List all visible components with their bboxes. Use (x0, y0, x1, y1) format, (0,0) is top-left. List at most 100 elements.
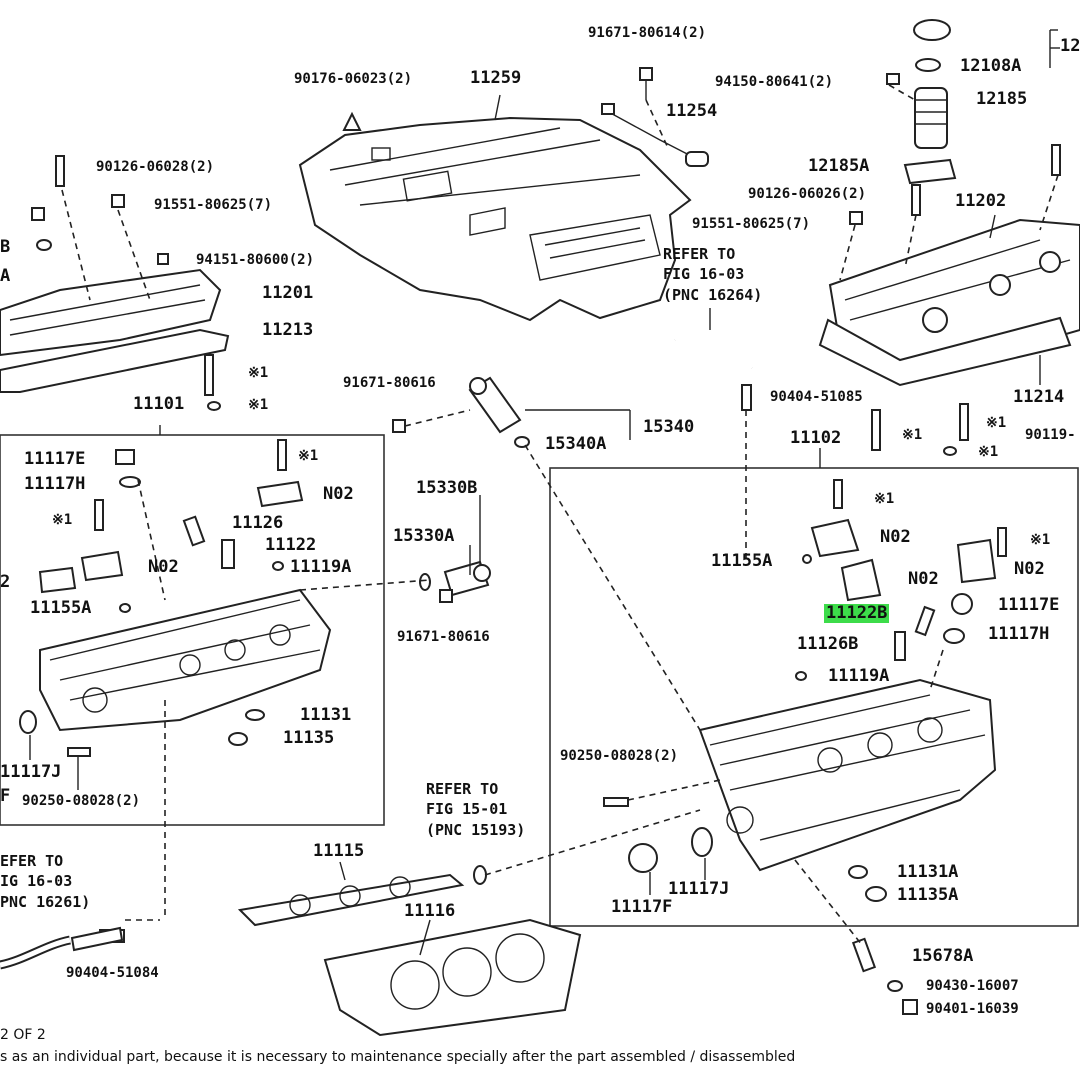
label-11131A[interactable]: 11131A (897, 862, 959, 882)
label-11155A-left[interactable]: 11155A (30, 598, 92, 618)
label-11117J-right[interactable]: 11117J (668, 879, 730, 899)
label-a-left[interactable]: A (0, 266, 11, 286)
cylinder-head-cover-11201[interactable] (0, 268, 222, 357)
label-91671-80616-a[interactable]: 91671-80616 (343, 375, 436, 391)
mark-1-i: ※1 (1030, 532, 1051, 548)
cam-bearing-cap-n02-right[interactable] (810, 518, 997, 602)
cylinder-head-cover-11202[interactable] (818, 218, 1080, 387)
cam-bearing-cap-n02-left[interactable] (38, 480, 304, 594)
label-90404-51085[interactable]: 90404-51085 (770, 389, 863, 405)
label-11213[interactable]: 11213 (262, 320, 314, 340)
oil-cap-12108A[interactable] (913, 19, 951, 72)
page-indicator: 2 OF 2 (0, 1027, 46, 1043)
filler-pipe-12185[interactable] (886, 73, 957, 185)
label-n02-right-2[interactable]: N02 (908, 569, 939, 589)
refer-fig-15-01[interactable]: REFER TO FIG 15-01 (PNC 15193) (426, 779, 525, 840)
label-15678A[interactable]: 15678A (912, 946, 974, 966)
label-n02-left-1[interactable]: N02 (323, 484, 354, 504)
label-11101[interactable]: 11101 (133, 394, 185, 414)
refer-line-2: FIG 16-03 (663, 265, 745, 284)
label-90176-06023[interactable]: 90176-06023(2) (294, 71, 413, 87)
label-11117F[interactable]: 11117F (611, 897, 673, 917)
mark-1-a: ※1 (248, 365, 269, 381)
label-11135[interactable]: 11135 (283, 728, 335, 748)
label-90119[interactable]: 90119- (1025, 427, 1076, 443)
bolt-91671-80614[interactable] (639, 67, 653, 100)
label-15330B[interactable]: 15330B (416, 478, 478, 498)
cylinder-head-11101[interactable] (39, 588, 332, 732)
refer-line-1: REFER TO (663, 245, 736, 263)
refer-fig-16-03-top[interactable]: REFER TO FIG 16-03 (PNC 16264) (663, 244, 762, 305)
label-11117E-right[interactable]: 11117E (998, 595, 1060, 615)
cylinder-head-11102[interactable] (698, 678, 997, 872)
label-11126B[interactable]: 11126B (797, 634, 859, 654)
label-90126-06028[interactable]: 90126-06028(2) (96, 159, 215, 175)
label-11102[interactable]: 11102 (790, 428, 842, 448)
label-90401-16039[interactable]: 90401-16039 (926, 1001, 1019, 1017)
label-11122-left[interactable]: 11122 (265, 535, 317, 555)
label-91551-80625-left[interactable]: 91551-80625(7) (154, 197, 273, 213)
label-11117E-left[interactable]: 11117E (24, 449, 86, 469)
wire-11254[interactable] (601, 103, 709, 167)
label-90126-06026[interactable]: 90126-06026(2) (748, 186, 867, 202)
mark-1-g: ※1 (978, 444, 999, 460)
label-94150-80641[interactable]: 94150-80641(2) (715, 74, 834, 90)
oil-control-valve-15330[interactable] (419, 560, 491, 603)
label-n02-right-3[interactable]: N02 (1014, 559, 1045, 579)
gasket-11116[interactable] (323, 918, 582, 1037)
label-n02-right-1[interactable]: N02 (880, 527, 911, 547)
label-15330A[interactable]: 15330A (393, 526, 455, 546)
leader-lines (29, 29, 1060, 956)
box-11102-group (549, 467, 1079, 927)
mark-1-e: ※1 (902, 427, 923, 443)
label-91671-80614[interactable]: 91671-80614(2) (588, 25, 707, 41)
refer-line-2: IG 16-03 (0, 872, 73, 891)
box-11101-group (0, 434, 385, 826)
label-2-left[interactable]: 2 (0, 572, 11, 592)
label-12-top[interactable]: 12 (1060, 36, 1080, 56)
gasket-11115[interactable] (237, 873, 465, 927)
refer-fig-16-03-bottom[interactable]: EFER TO IG 16-03 PNC 16261) (0, 851, 90, 912)
label-f-left[interactable]: F (0, 786, 11, 806)
label-11119A-left[interactable]: 11119A (290, 557, 352, 577)
label-11119A-right[interactable]: 11119A (828, 666, 890, 686)
label-11126-left[interactable]: 11126 (232, 513, 284, 533)
label-11115[interactable]: 11115 (313, 841, 365, 861)
label-11131[interactable]: 11131 (300, 705, 352, 725)
label-91671-80616-b[interactable]: 91671-80616 (397, 629, 490, 645)
gasket-11213[interactable] (0, 328, 230, 393)
mark-1-h: ※1 (874, 491, 895, 507)
label-12108A[interactable]: 12108A (960, 56, 1022, 76)
label-11201[interactable]: 11201 (262, 283, 314, 303)
hose-16261[interactable] (0, 926, 124, 970)
label-90250-08028-right[interactable]: 90250-08028(2) (560, 748, 679, 764)
label-90404-51084[interactable]: 90404-51084 (66, 965, 159, 981)
label-11122B-highlighted[interactable]: 11122B (824, 603, 890, 623)
label-12185A[interactable]: 12185A (808, 156, 870, 176)
label-90250-08028-left[interactable]: 90250-08028(2) (22, 793, 141, 809)
label-n02-left-2[interactable]: N02 (148, 557, 179, 577)
label-11117H-left[interactable]: 11117H (24, 474, 86, 494)
hose-16264[interactable] (674, 333, 755, 370)
label-11117H-right[interactable]: 11117H (988, 624, 1050, 644)
label-12185[interactable]: 12185 (976, 89, 1028, 109)
label-11117J-left[interactable]: 11117J (0, 762, 62, 782)
label-11155A-right[interactable]: 11155A (711, 551, 773, 571)
mark-1-c: ※1 (298, 448, 319, 464)
label-b-left[interactable]: B (0, 237, 11, 257)
label-11135A[interactable]: 11135A (897, 885, 959, 905)
label-15340[interactable]: 15340 (643, 417, 695, 437)
label-91551-80625-right[interactable]: 91551-80625(7) (692, 216, 811, 232)
label-11116[interactable]: 11116 (404, 901, 456, 921)
label-90430-16007[interactable]: 90430-16007 (926, 978, 1019, 994)
label-15340A[interactable]: 15340A (545, 434, 607, 454)
refer-line-3: (PNC 15193) (426, 820, 526, 839)
label-11259[interactable]: 11259 (470, 68, 522, 88)
label-94151-80600[interactable]: 94151-80600(2) (196, 252, 315, 268)
label-11214[interactable]: 11214 (1013, 387, 1065, 407)
label-11202[interactable]: 11202 (955, 191, 1007, 211)
bolt-90176[interactable] (342, 111, 362, 131)
engine-cover-11259[interactable] (298, 116, 692, 322)
label-11254[interactable]: 11254 (666, 101, 718, 121)
